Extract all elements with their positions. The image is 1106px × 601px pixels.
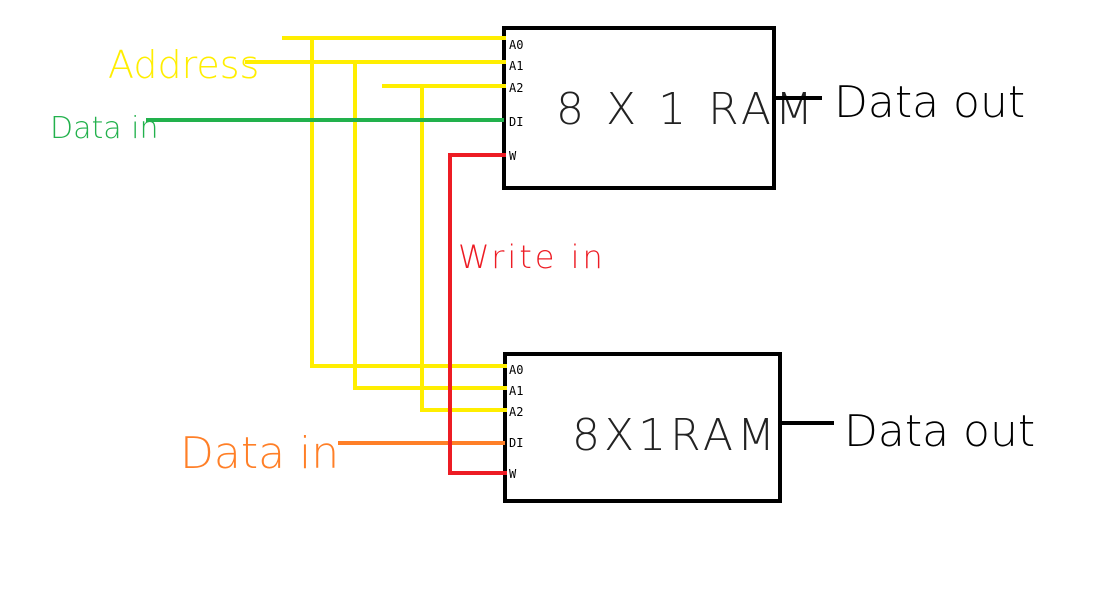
top-pin-w: W bbox=[509, 149, 517, 163]
bottom-pin-w: W bbox=[509, 467, 517, 481]
ram-chip-top bbox=[502, 26, 776, 190]
write-wire bbox=[448, 153, 507, 475]
data-out-bottom-label: Data out bbox=[844, 406, 1035, 457]
top-pin-di: DI bbox=[509, 115, 523, 129]
ram-chip-bottom bbox=[503, 352, 782, 503]
data-out-top-label: Data out bbox=[834, 77, 1025, 128]
address-wires bbox=[245, 36, 507, 412]
bottom-pin-a1: A1 bbox=[509, 384, 523, 398]
bottom-pin-di: DI bbox=[509, 436, 523, 450]
ram-chip-top-label: 8 X 1 RAM bbox=[556, 84, 817, 135]
bottom-pin-a2: A2 bbox=[509, 405, 523, 419]
ram-chip-bottom-label: 8X1RAM bbox=[572, 410, 779, 461]
top-pin-a1: A1 bbox=[509, 59, 523, 73]
bottom-pin-a0: A0 bbox=[509, 363, 523, 377]
write-in-label: Write in bbox=[458, 238, 606, 276]
top-pin-a0: A0 bbox=[509, 38, 523, 52]
address-label: Address bbox=[108, 43, 259, 87]
top-pin-a2: A2 bbox=[509, 81, 523, 95]
data-in-top-label: Data in bbox=[50, 111, 159, 146]
data-in-bottom-label: Data in bbox=[180, 428, 339, 479]
